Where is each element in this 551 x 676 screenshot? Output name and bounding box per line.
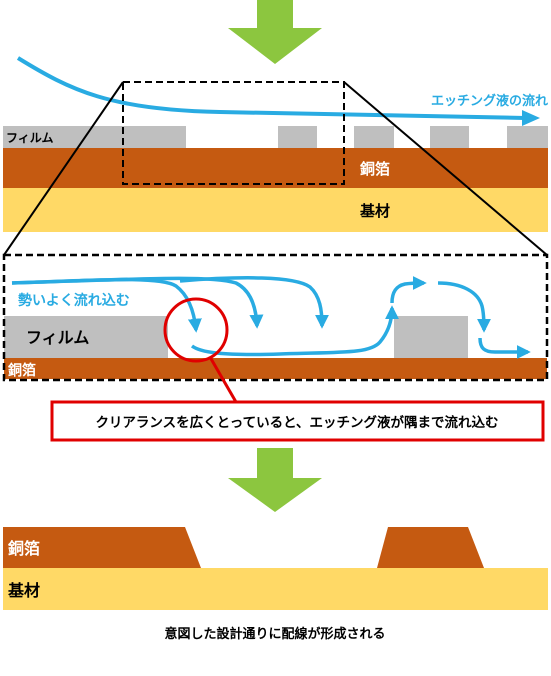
copper-trace-right (377, 527, 484, 568)
copper-label-result: 銅箔 (8, 539, 40, 558)
copper-layer-zoom (4, 358, 547, 379)
film-block (354, 126, 394, 148)
substrate-layer-top (3, 188, 548, 232)
corner-highlight-circle (163, 297, 229, 363)
substrate-label-result: 基材 (7, 581, 40, 600)
film-block (507, 126, 548, 148)
etching-flow-arrowhead (522, 110, 540, 126)
substrate-layer-result (3, 568, 548, 610)
callout-text: クリアランスを広くとっていると、エッチング液が隅まで流れ込む (95, 414, 498, 431)
film-block (278, 126, 317, 148)
zoom-region-top (122, 81, 345, 185)
flow-arrow (478, 337, 531, 359)
film-label-top: フィルム (6, 131, 54, 145)
etching-flow-label: エッチング液の流れ (431, 93, 548, 109)
zoom-region (2, 253, 549, 382)
flow-arrow (437, 281, 491, 333)
flow-arrow (179, 276, 329, 329)
callout-leader (208, 356, 238, 403)
film-label-zoom: フィルム (26, 328, 89, 347)
film-block (430, 126, 469, 148)
substrate-label-top: 基材 (359, 202, 390, 220)
callout-box (50, 400, 545, 442)
film-block (3, 126, 186, 148)
result-caption: 意図した設計通りに配線が形成される (164, 626, 385, 642)
process-arrow-bottom (228, 448, 322, 512)
copper-label-zoom: 銅箔 (8, 362, 36, 379)
zoom-connector-right (343, 81, 548, 256)
copper-label-top: 銅箔 (360, 160, 390, 178)
film-block-zoom-left (4, 316, 168, 358)
zoom-connector-left (3, 81, 124, 256)
copper-trace-left (3, 527, 201, 568)
process-arrow-top (228, 0, 322, 64)
strong-flow-label: 勢いよく流れ込む (18, 292, 130, 309)
copper-layer-top (3, 148, 548, 188)
film-block-zoom-right (394, 316, 468, 358)
flow-arrow (390, 276, 427, 304)
etching-flow-arrow (16, 56, 526, 120)
